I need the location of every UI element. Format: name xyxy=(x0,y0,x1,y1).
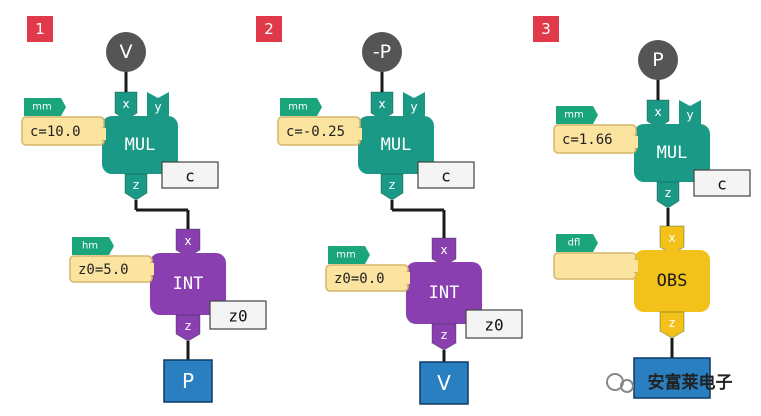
input-node xyxy=(362,32,402,72)
block2-annotation-unit-tag xyxy=(328,246,370,264)
output-node xyxy=(633,357,711,399)
block2-port-z xyxy=(175,314,201,342)
mul-port-z xyxy=(124,173,148,201)
mul-param-box xyxy=(417,161,475,189)
mul-port-z-label: z xyxy=(389,178,395,192)
mul-annotation-value: c=1.66 xyxy=(562,132,613,148)
block2-annotation-value: z0=0.0 xyxy=(334,271,385,287)
mul-annotation-unit: mm xyxy=(564,110,583,121)
input-node-label: -P xyxy=(373,41,391,63)
mul-annotation-unit: mm xyxy=(32,102,51,113)
block2-port-z-label: z xyxy=(441,328,447,342)
mul-param-box xyxy=(693,169,751,197)
mul-annotation-unit-tag xyxy=(24,98,66,116)
mul-param-box-label: c xyxy=(185,167,195,186)
mul-block xyxy=(358,116,434,174)
block2-port-z xyxy=(659,311,685,339)
int-block-label: INT xyxy=(173,274,204,294)
step-badge-label: 1 xyxy=(35,20,45,38)
mul-port-y xyxy=(147,92,169,118)
block2-annotation-unit-tag xyxy=(72,237,114,255)
mul-block xyxy=(102,116,178,174)
mul-param-box xyxy=(161,161,219,189)
block2-port-x-label: x xyxy=(668,231,675,245)
mul-block xyxy=(634,124,710,182)
mul-port-z-label: z xyxy=(133,178,139,192)
mul-annotation-unit-tag xyxy=(280,98,322,116)
input-node xyxy=(638,40,678,80)
mul-param-box-label: c xyxy=(717,175,727,194)
mul-block-label: MUL xyxy=(125,135,156,155)
watermark: 安富莱电子 xyxy=(606,372,733,393)
output-node xyxy=(163,359,213,403)
output-node-label: V xyxy=(437,371,451,395)
block2-port-z xyxy=(431,323,457,351)
mul-port-y xyxy=(403,92,425,118)
int-block xyxy=(150,253,226,315)
step-badge xyxy=(256,16,282,42)
mul-port-x-label: x xyxy=(378,97,385,111)
block2-param-box xyxy=(465,309,523,339)
mul-annotation-value: c=10.0 xyxy=(30,124,81,140)
block2-port-x-label: x xyxy=(184,234,191,248)
mul-annotation-value: c=-0.25 xyxy=(286,124,345,140)
input-node-label: P xyxy=(652,49,663,71)
mul-port-y-label: y xyxy=(686,108,693,122)
block2-port-z-label: z xyxy=(669,316,675,330)
mul-block-label: MUL xyxy=(381,135,412,155)
mul-port-y xyxy=(679,100,701,126)
block2-annotation-unit: hm xyxy=(82,241,98,252)
input-node-label: V xyxy=(120,41,133,63)
output-node-label: P xyxy=(182,369,194,393)
step-badge xyxy=(27,16,53,42)
output-node xyxy=(419,361,469,405)
block2-annotation xyxy=(553,252,637,280)
block2-annotation-unit: dfl xyxy=(568,238,581,249)
block2-annotation-unit-tag xyxy=(556,234,598,252)
mul-port-x-label: x xyxy=(654,105,661,119)
block2-annotation-value: z0=5.0 xyxy=(78,262,129,278)
block2-param-box xyxy=(209,300,267,330)
mul-port-z xyxy=(656,181,680,209)
watermark-text: 安富莱电子 xyxy=(648,372,733,393)
int-block-label: INT xyxy=(429,283,460,303)
block2-param-box-label: z0 xyxy=(484,316,503,335)
step-badge-label: 3 xyxy=(541,20,551,38)
mul-port-x-label: x xyxy=(122,97,129,111)
mul-annotation-unit-tag xyxy=(556,106,598,124)
int-block xyxy=(406,262,482,324)
mul-port-z xyxy=(380,173,404,201)
block2-annotation-unit: mm xyxy=(336,250,355,261)
obs-block xyxy=(634,250,710,312)
step-badge xyxy=(533,16,559,42)
mul-port-z-label: z xyxy=(665,186,671,200)
mul-port-y-label: y xyxy=(410,100,417,114)
mul-block-label: MUL xyxy=(657,143,688,163)
input-node xyxy=(106,32,146,72)
block2-param-box-label: z0 xyxy=(228,307,247,326)
mul-param-box-label: c xyxy=(441,167,451,186)
mul-annotation-unit: mm xyxy=(288,102,307,113)
block2-port-z-label: z xyxy=(185,319,191,333)
step-badge-label: 2 xyxy=(264,20,274,38)
mul-port-y-label: y xyxy=(154,100,161,114)
block2-port-x-label: x xyxy=(440,243,447,257)
obs-block-label: OBS xyxy=(657,271,688,291)
